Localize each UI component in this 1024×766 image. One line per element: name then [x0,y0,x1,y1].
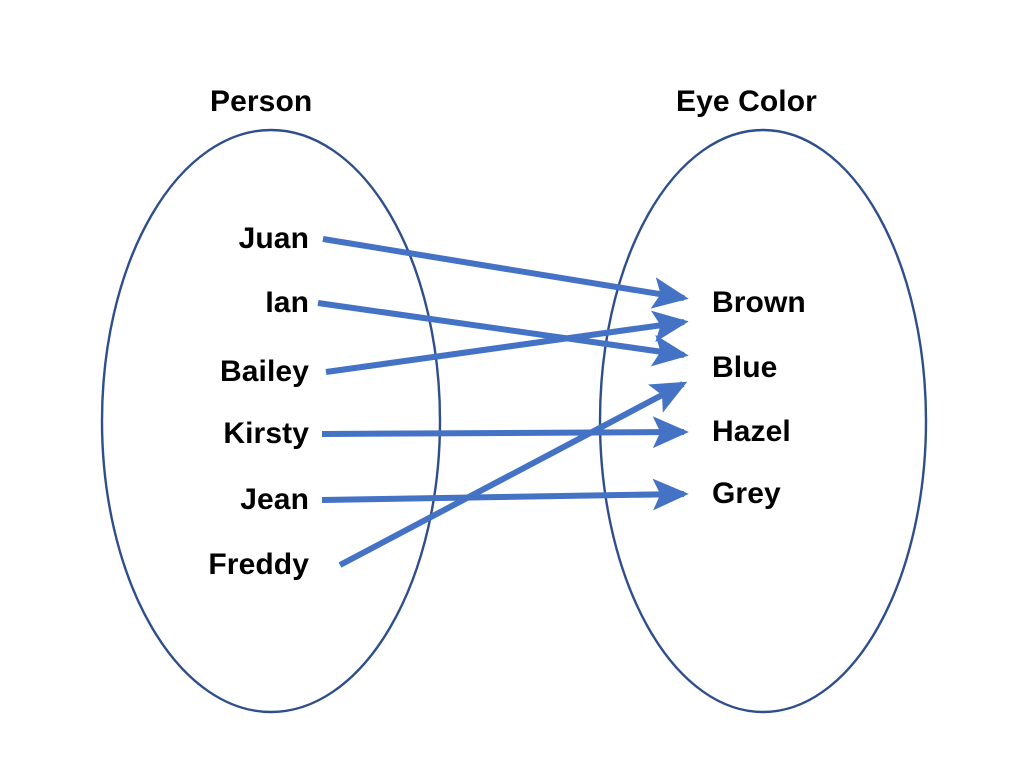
domain-member-ian: Ian [265,286,309,319]
set-title-person: Person [210,85,313,118]
arrow-ian-blue [317,300,689,367]
domain-member-jean: Jean [240,483,309,516]
arrow-juan-brown [322,236,689,309]
domain-member-kirsty: Kirsty [223,417,309,450]
codomain-member-grey: Grey [712,477,781,510]
set-title-eye-color: Eye Color [676,85,817,118]
mapping-arrows [317,236,689,568]
codomain-member-blue: Blue [712,351,778,384]
codomain-member-hazel: Hazel [712,415,791,448]
arrow-bailey-brown [325,310,689,375]
arrow-jean-grey [321,478,689,511]
arrow-kirsty-hazel [321,416,689,449]
domain-member-juan: Juan [238,222,309,255]
domain-member-freddy: Freddy [208,548,309,581]
domain-member-bailey: Bailey [220,355,309,388]
codomain-member-brown: Brown [712,286,806,319]
arrow-freddy-blue [338,381,688,568]
ellipse-person-set [100,128,442,714]
ellipse-eye-color-set [598,128,928,714]
